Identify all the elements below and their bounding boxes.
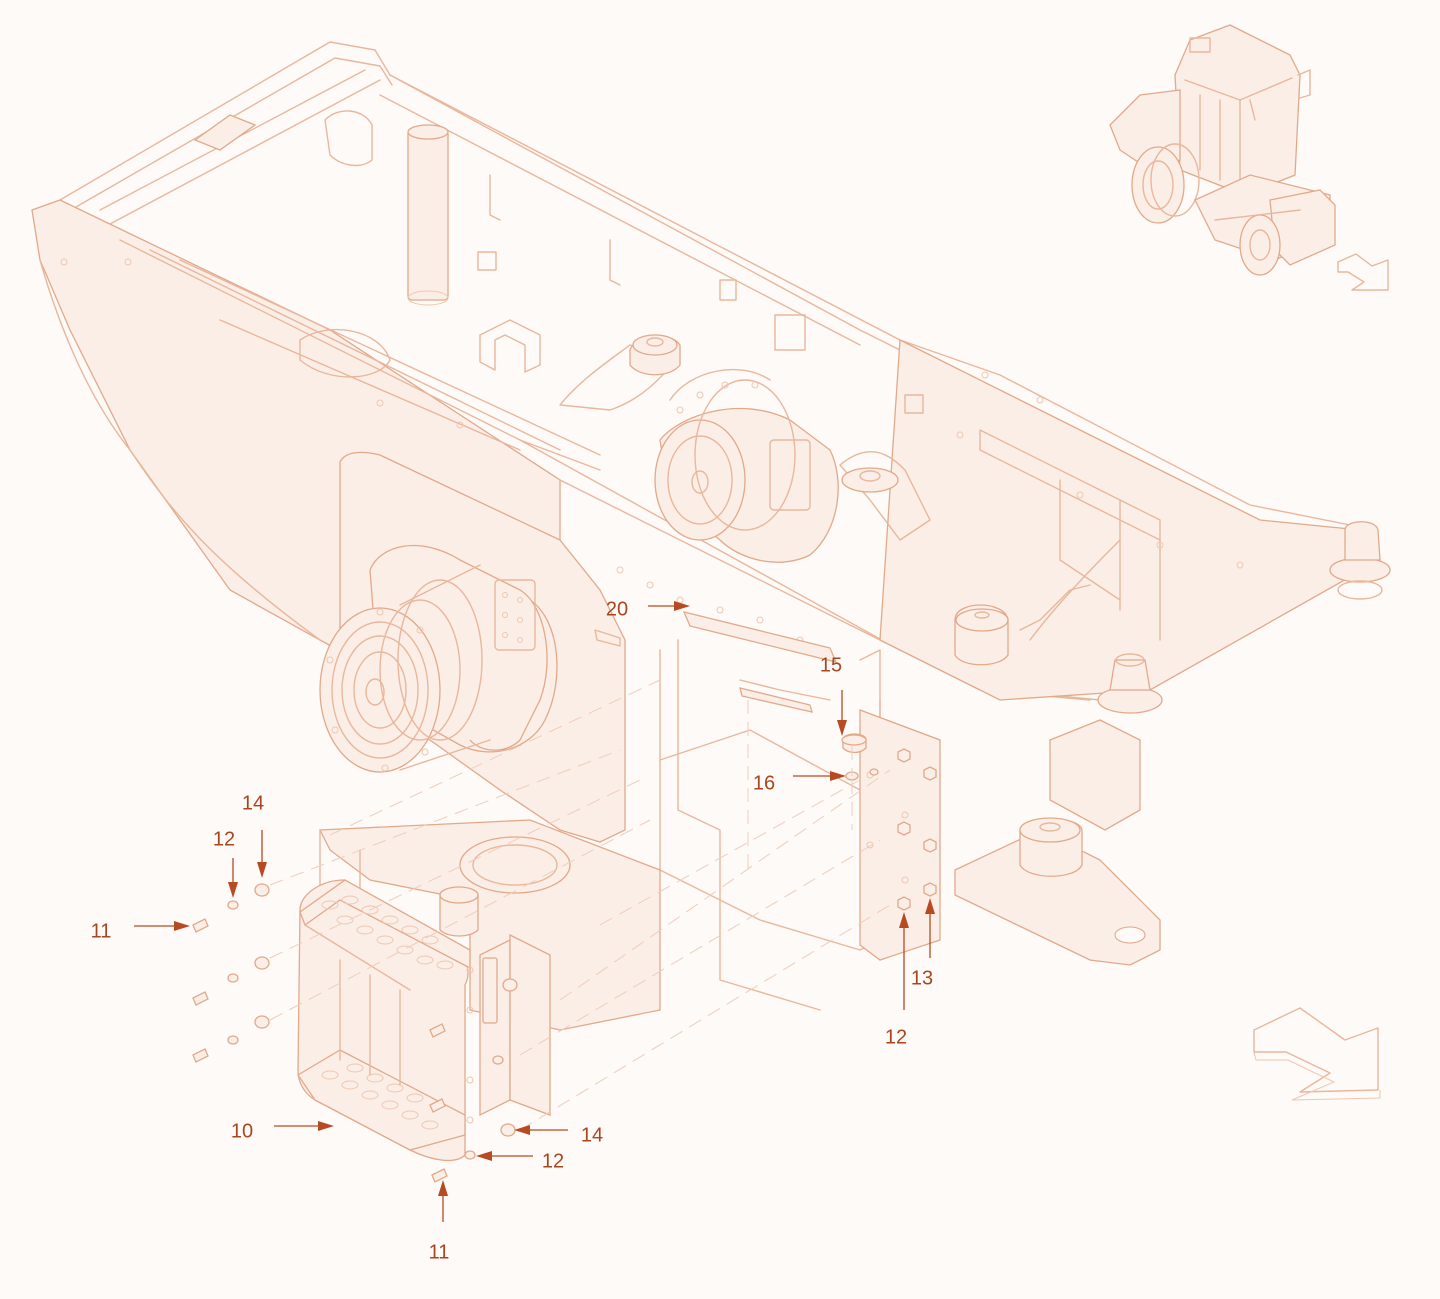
hollow-arrow-down-right-icon bbox=[1253, 1007, 1381, 1101]
part-20-plate bbox=[594, 611, 838, 713]
callout-11: 11 bbox=[428, 1241, 450, 1264]
callout-12: 12 bbox=[884, 1026, 908, 1049]
assembly-guide-lines bbox=[269, 679, 891, 1131]
callout-leaders bbox=[134, 601, 935, 1222]
callout-14: 14 bbox=[241, 792, 265, 815]
step-support-bracket bbox=[659, 639, 941, 1011]
drive-motor-right bbox=[654, 368, 839, 563]
part-15-rubber-pad bbox=[841, 733, 867, 754]
step-fasteners bbox=[192, 883, 518, 1183]
callout-16: 16 bbox=[752, 772, 776, 795]
callout-12: 12 bbox=[541, 1150, 565, 1173]
callout-11: 11 bbox=[90, 920, 112, 943]
callout-12: 12 bbox=[212, 828, 236, 851]
callout-20: 20 bbox=[605, 598, 629, 621]
callout-13: 13 bbox=[910, 967, 934, 990]
bracket-nuts bbox=[897, 748, 937, 911]
machine-thumbnail bbox=[1109, 24, 1336, 276]
hollow-arrow-down-right-icon bbox=[1337, 253, 1389, 291]
drive-motor-left bbox=[319, 544, 558, 773]
step-assembly bbox=[297, 819, 661, 1162]
frame-mounts bbox=[559, 334, 1391, 714]
callout-10: 10 bbox=[230, 1120, 254, 1143]
callout-15: 15 bbox=[819, 654, 843, 677]
lower-support-plate bbox=[954, 719, 1161, 966]
callout-14: 14 bbox=[580, 1124, 604, 1147]
